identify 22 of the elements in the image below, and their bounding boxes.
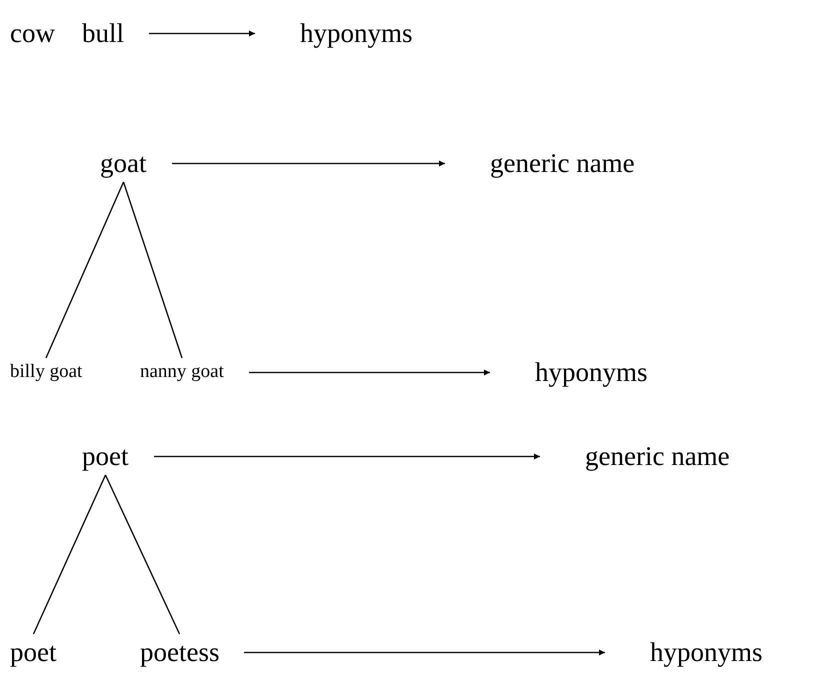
term-label: hyponyms xyxy=(300,18,413,49)
term-label: goat xyxy=(100,148,146,179)
tree-branch-line xyxy=(104,474,180,634)
term-label: nanny goat xyxy=(140,361,224,383)
term-label: poet xyxy=(82,440,128,472)
arrow xyxy=(154,454,540,460)
arrow xyxy=(149,30,255,36)
term-label: poet xyxy=(10,636,56,668)
tree-branch-line xyxy=(32,474,106,634)
arrow xyxy=(172,160,445,166)
tree-branch-line xyxy=(45,182,124,358)
term-label: hyponyms xyxy=(535,356,648,388)
term-label: hyponyms xyxy=(650,636,763,668)
term-label: poetess xyxy=(140,636,220,668)
tree-branch-line xyxy=(122,182,183,358)
term-label: bull xyxy=(82,18,124,49)
term-label: generic name xyxy=(490,148,635,179)
arrow xyxy=(249,370,490,376)
term-label: billy goat xyxy=(10,361,82,383)
term-label: cow xyxy=(10,18,55,49)
arrow xyxy=(244,650,605,656)
term-label: generic name xyxy=(585,440,730,472)
